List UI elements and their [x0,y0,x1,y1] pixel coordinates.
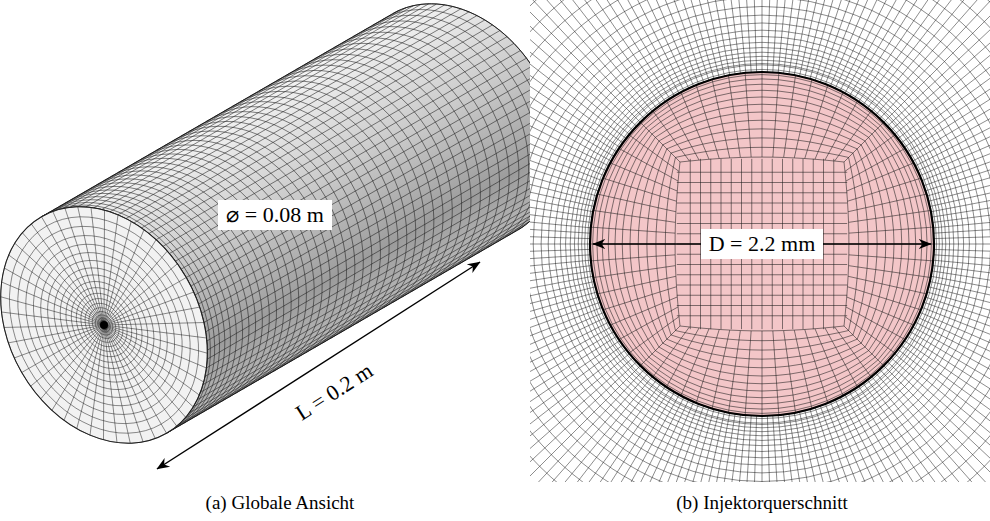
diameter-label: ⌀ = 0.08 m [218,200,332,229]
length-label: L = 0.2 m [283,352,385,432]
injector-outline [590,72,934,416]
section-ground [530,0,990,482]
injector-region [590,72,934,416]
inner-mesh [590,72,934,416]
outer-o-grid [530,0,990,482]
dimension-arrows [157,244,931,469]
injector-diameter-label: D = 2.2 mm [701,229,824,258]
subfigure-caption: (a) Globale Ansicht [206,492,355,514]
front-face-mesh [1,207,208,443]
cylinder-mesh [0,4,558,481]
length-dimension [157,262,480,469]
dense-core [100,321,108,329]
subfigure-caption: (b) Injektorquerschnitt [676,492,847,514]
cross-section-mesh [530,0,990,482]
